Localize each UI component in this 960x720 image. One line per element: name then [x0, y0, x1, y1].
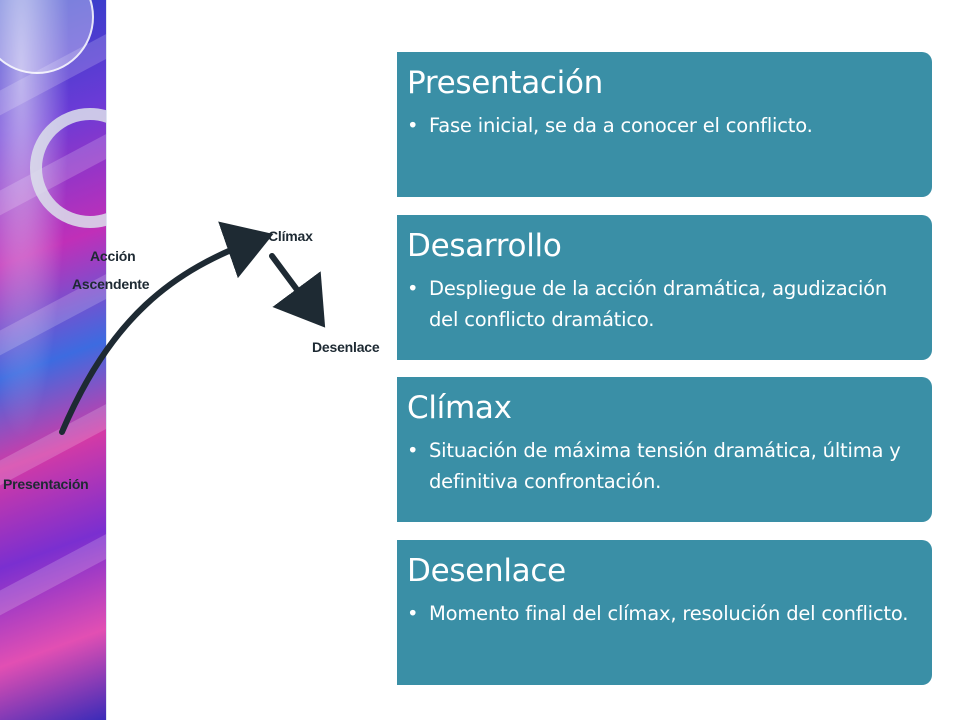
arc-label-ascendente: Ascendente — [72, 276, 150, 292]
stage-card-desenlace: Desenlace • Momento final del clímax, re… — [397, 540, 932, 685]
stage-description-text: Despliegue de la acción dramática, agudi… — [429, 277, 888, 331]
decorative-side-band — [0, 0, 106, 720]
divider — [106, 0, 107, 720]
stage-description: • Fase inicial, se da a conocer el confl… — [407, 110, 922, 141]
falling-action-arrow — [269, 253, 326, 328]
stage-description-text: Fase inicial, se da a conocer el conflic… — [429, 114, 813, 137]
arc-label-desenlace: Desenlace — [312, 339, 380, 355]
arc-label-climax: Clímax — [268, 228, 313, 244]
dramatic-arc-diagram: Acción Ascendente Clímax Desenlace Prese… — [0, 200, 400, 520]
stage-title: Desenlace — [407, 553, 566, 589]
stage-description: • Despliegue de la acción dramática, agu… — [407, 273, 922, 335]
bullet-icon: • — [407, 602, 419, 625]
stage-description: • Momento final del clímax, resolución d… — [407, 598, 922, 629]
stage-description-text: Momento final del clímax, resolución del… — [429, 602, 909, 625]
bullet-icon: • — [407, 277, 419, 300]
stage-description: • Situación de máxima tensión dramática,… — [407, 435, 922, 497]
stage-card-climax: Clímax • Situación de máxima tensión dra… — [397, 377, 932, 522]
stage-title: Desarrollo — [407, 228, 562, 264]
stage-card-presentacion: Presentación • Fase inicial, se da a con… — [397, 52, 932, 197]
stage-description-text: Situación de máxima tensión dramática, ú… — [429, 439, 901, 493]
arc-label-presentacion: Presentación — [3, 476, 89, 492]
bullet-icon: • — [407, 439, 419, 462]
bullet-icon: • — [407, 114, 419, 137]
arc-diagram-svg — [59, 221, 326, 435]
stage-card-desarrollo: Desarrollo • Despliegue de la acción dra… — [397, 215, 932, 360]
rising-action-arrow — [59, 221, 274, 435]
stage-title: Presentación — [407, 65, 603, 101]
arc-label-accion: Acción — [90, 248, 136, 264]
stage-title: Clímax — [407, 390, 512, 426]
